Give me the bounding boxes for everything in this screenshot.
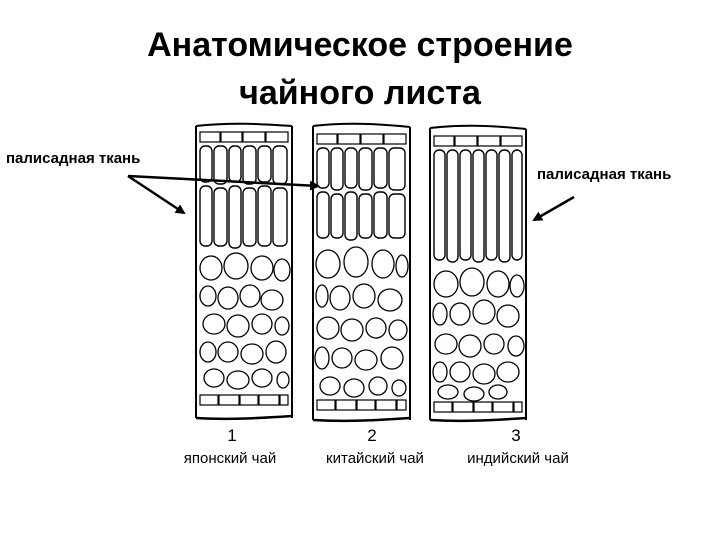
arrow-to-section-3 bbox=[532, 195, 575, 222]
section-3-indian-tea bbox=[429, 124, 527, 423]
section-2-spongy-tissue bbox=[314, 246, 409, 398]
title-line-1: Анатомическое строение bbox=[147, 26, 573, 64]
section-1-number: 1 bbox=[227, 426, 237, 445]
section-1-lower-epidermis bbox=[199, 394, 289, 406]
section-2-upper-epidermis bbox=[316, 133, 407, 145]
section-2-palisade-tissue bbox=[316, 147, 406, 241]
section-2-chinese-tea bbox=[312, 122, 411, 423]
section-1-japanese-tea bbox=[195, 122, 293, 421]
arrow-to-section-1 bbox=[127, 174, 186, 215]
section-3-caption: индийский чай bbox=[467, 450, 569, 467]
section-1-upper-epidermis bbox=[199, 131, 289, 143]
section-3-upper-epidermis bbox=[433, 135, 523, 147]
section-1-caption: японский чай bbox=[183, 450, 277, 467]
section-3-spongy-tissue bbox=[432, 267, 525, 402]
arrow-to-section-2 bbox=[127, 174, 320, 191]
callout-left-label: палисадная ткань bbox=[6, 150, 141, 167]
section-1-palisade-tissue bbox=[199, 145, 288, 249]
section-3-palisade-tissue bbox=[433, 149, 523, 263]
section-2-caption: китайский чай bbox=[326, 450, 424, 467]
section-2-lower-epidermis bbox=[316, 399, 407, 411]
title-line-2: чайного листа bbox=[239, 74, 481, 112]
section-3-number: 3 bbox=[511, 426, 521, 445]
section-2-number: 2 bbox=[367, 426, 377, 445]
section-1-spongy-tissue bbox=[199, 252, 291, 390]
section-3-lower-epidermis bbox=[433, 401, 523, 413]
callout-right-label: палисадная ткань bbox=[537, 166, 672, 183]
